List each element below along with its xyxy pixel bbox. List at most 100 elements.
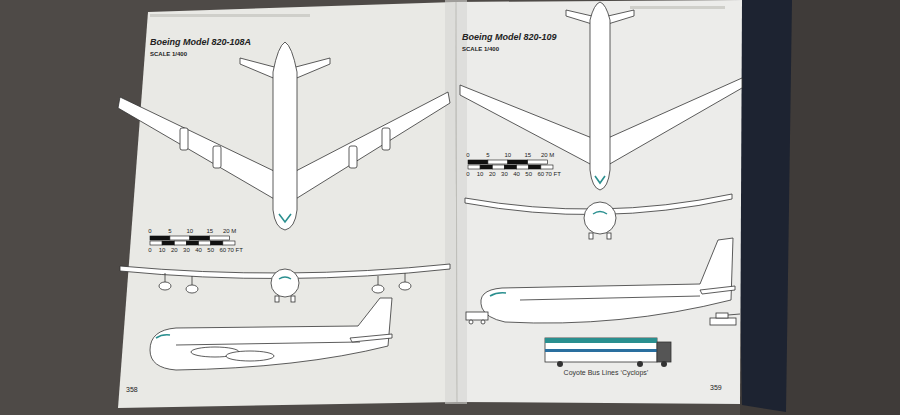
bus-stripe	[545, 349, 657, 352]
left-wing	[118, 97, 276, 200]
scale-block	[162, 241, 174, 245]
scale-number: 50	[525, 171, 532, 178]
scale-block	[150, 241, 162, 245]
scale-number: 20 M	[541, 152, 554, 159]
wheel	[557, 361, 563, 367]
engine-pod	[382, 128, 390, 150]
scale-number: 60	[219, 247, 226, 254]
tailplane	[608, 10, 634, 24]
engine-pod	[349, 146, 357, 168]
front-view-109	[465, 194, 732, 239]
book-cover	[735, 0, 792, 412]
scale-block	[528, 160, 548, 164]
scale-number: 30	[501, 171, 508, 178]
scale-block	[223, 241, 235, 245]
landing-gear	[291, 296, 295, 302]
scale-block	[488, 160, 508, 164]
side-view-109	[466, 238, 740, 325]
wheel	[661, 361, 667, 367]
tank-hull	[710, 318, 736, 325]
scale-block	[170, 236, 190, 240]
right-page	[455, 0, 742, 404]
scale-bar	[150, 236, 235, 245]
pylon	[192, 276, 193, 285]
scale-number: 20	[171, 247, 178, 254]
cockpit-glazing	[595, 176, 605, 183]
engine-front	[372, 285, 384, 293]
scale-block	[468, 160, 488, 164]
pylon	[378, 276, 379, 285]
wheel	[469, 320, 473, 324]
scale-number: 5	[168, 228, 171, 235]
scale-block	[480, 165, 492, 169]
scale-block	[150, 236, 170, 240]
wing-root	[520, 296, 700, 300]
cockpit-glazing	[279, 277, 291, 279]
pylon	[165, 273, 166, 282]
cockpit-glazing	[490, 293, 506, 296]
scale-block	[211, 241, 223, 245]
scale-number: 70 FT	[227, 247, 243, 254]
engine-pod	[213, 146, 221, 168]
bus-stripe	[545, 338, 657, 343]
fuselage-front	[271, 269, 299, 297]
drawing-title: Boeing Model 820-108A	[150, 38, 251, 48]
tailplane	[566, 10, 592, 24]
right-wing	[294, 92, 450, 200]
tailplane-side	[350, 334, 392, 342]
cockpit-glazing	[279, 214, 291, 222]
tailplane	[292, 58, 330, 80]
running-head-left	[150, 14, 310, 17]
plan-view-109	[460, 2, 742, 190]
scale-block	[210, 236, 230, 240]
scale-block	[508, 160, 528, 164]
tailplane	[240, 58, 278, 80]
scale-note: SCALE 1/400	[462, 46, 499, 53]
left-wing	[460, 85, 592, 165]
truck	[466, 312, 488, 320]
fuselage-side	[481, 238, 733, 323]
front-view-108a	[120, 264, 450, 302]
plan-view-108a	[118, 42, 450, 230]
cockpit-glazing	[156, 335, 170, 338]
scale-number: 0	[148, 247, 151, 254]
scale-block	[504, 165, 516, 169]
wheel	[481, 320, 485, 324]
scale-number: 10	[159, 247, 166, 254]
engine-side	[226, 351, 274, 361]
scale-block	[529, 165, 541, 169]
scale-number: 0	[466, 152, 469, 159]
scale-block	[541, 165, 553, 169]
right-wing	[608, 78, 742, 165]
bus-cab	[657, 342, 671, 362]
scale-number: 0	[466, 171, 469, 178]
scale-number: 10	[187, 228, 194, 235]
scale-number: 40	[195, 247, 202, 254]
tailplane-side	[700, 286, 735, 294]
scale-number: 15	[524, 152, 531, 159]
scale-block	[517, 165, 529, 169]
landing-gear	[607, 233, 611, 239]
scale-block	[199, 241, 211, 245]
scale-number: 20 M	[223, 228, 236, 235]
vehicle-caption: Coyote Bus Lines ‘Cyclops’	[564, 369, 649, 377]
side-view-108a	[150, 298, 392, 370]
landing-gear	[275, 296, 279, 302]
pylon	[405, 273, 406, 282]
engine-front	[186, 285, 198, 293]
fuselage-front	[584, 202, 616, 234]
wheel	[637, 361, 643, 367]
bus-body	[545, 338, 657, 362]
left-page	[118, 2, 457, 408]
scale-bar	[468, 160, 553, 169]
drawing-title: Boeing Model 820-109	[462, 33, 557, 43]
scale-number: 15	[206, 228, 213, 235]
scale-note: SCALE 1/400	[150, 51, 187, 58]
scale-number: 70 FT	[545, 171, 561, 178]
scale-number: 10	[505, 152, 512, 159]
scale-number: 5	[486, 152, 489, 159]
page-number: 359	[710, 384, 722, 392]
